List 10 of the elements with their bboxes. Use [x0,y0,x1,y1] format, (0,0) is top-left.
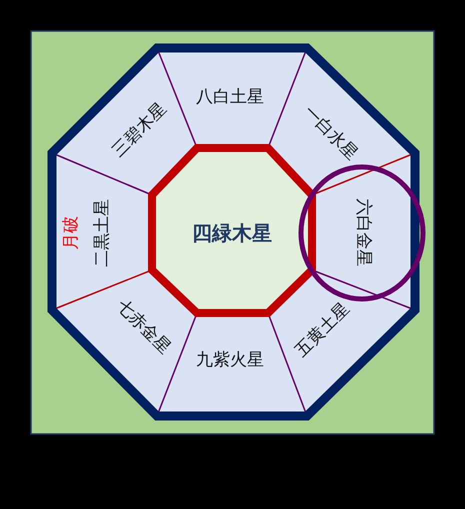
star-label: 三碧木星 [110,100,170,160]
star-label: 八白土星 [196,88,264,106]
star-label: 二黒土星 [94,199,111,267]
star-label: 七赤金星 [112,296,174,358]
star-label: 一白水星 [300,102,360,164]
star-label: 九紫火星 [196,352,264,368]
note-label: 月破 [63,216,80,250]
star-label: 五黄土星 [292,300,354,360]
center-star-label: 四緑木星 [192,223,272,243]
star-label: 六白金星 [354,198,372,266]
